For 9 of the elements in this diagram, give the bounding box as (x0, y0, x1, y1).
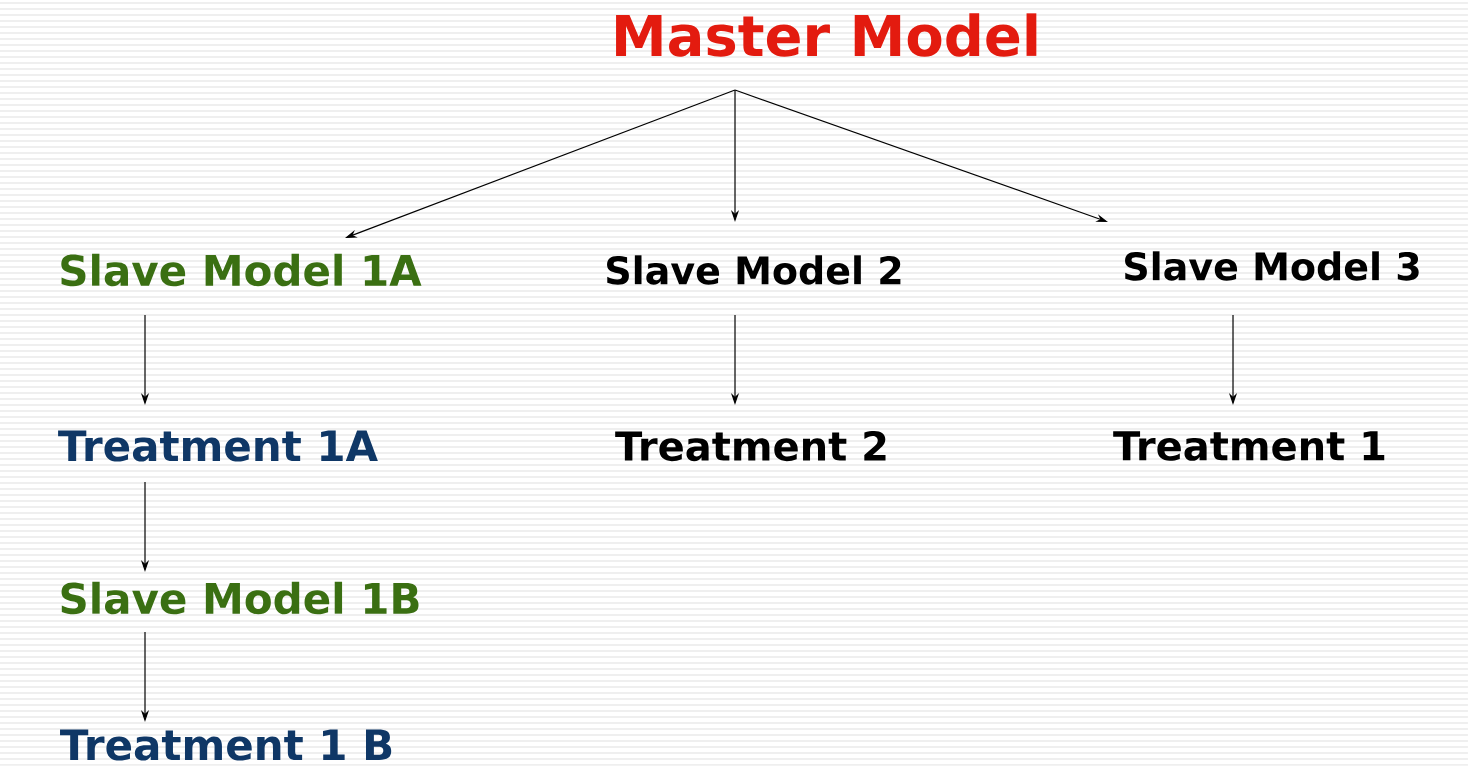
node-label: Slave Model 1A (61, 253, 422, 287)
node-label: Slave Model 2 (607, 255, 901, 285)
node-label: Treatment 2 (615, 430, 886, 462)
node-label: Master Model (616, 13, 1037, 57)
node-label: Treatment 1 B (60, 729, 392, 761)
node-label: Treatment 1A (58, 430, 378, 462)
node-label: Slave Model 1B (61, 581, 419, 615)
node-label: Treatment 1 (1113, 431, 1385, 461)
node-label: Slave Model 3 (1125, 251, 1419, 281)
